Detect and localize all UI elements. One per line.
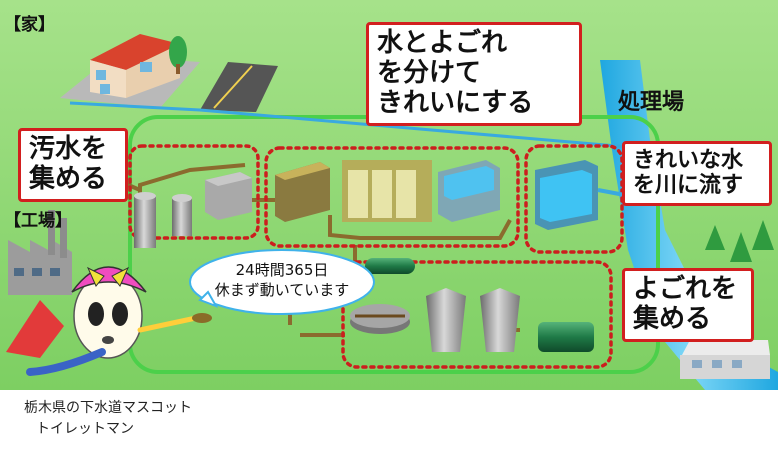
- trees-right: [705, 220, 774, 262]
- collect-sludge-callout: よごれを 集める: [622, 268, 754, 342]
- speech-bubble: [189, 249, 375, 315]
- release-clean-callout: きれいな水 を川に流す: [622, 141, 772, 206]
- release-clean-line1: きれいな水: [633, 148, 744, 173]
- collection-tanks: [134, 172, 252, 248]
- factory-label: 【工場】: [4, 211, 72, 231]
- plant-label: 処理場: [618, 90, 685, 115]
- house-label: 【家】: [4, 15, 55, 35]
- building-icon: [680, 340, 770, 379]
- collect-sewage-line2: 集める: [29, 163, 108, 194]
- separate-callout: 水とよごれ を分けて きれいにする: [366, 22, 582, 126]
- caption-line2: トイレットマン: [36, 421, 134, 437]
- speech-line2: 休まず動いています: [214, 281, 350, 300]
- collect-sewage-line1: 汚水を: [29, 134, 108, 164]
- sludge-equipment: [350, 258, 594, 352]
- caption-line1: 栃木県の下水道マスコット: [24, 400, 192, 416]
- road-icon: [200, 62, 278, 112]
- release-clean-line2: を川に流す: [633, 173, 744, 199]
- separate-line1: 水とよごれ: [377, 28, 508, 58]
- separate-line3: きれいにする: [377, 87, 534, 118]
- mascot-toilet-man: [6, 266, 212, 376]
- speech-line1: 24時間365日: [235, 261, 329, 279]
- clean-water-tank: [535, 160, 598, 230]
- house-pipe: [69, 101, 641, 150]
- tree-icon: [169, 36, 187, 74]
- collect-sewage-callout: 汚水を 集める: [18, 128, 128, 202]
- factory-icon: [8, 210, 72, 295]
- collect-sludge-line1: よごれを: [633, 274, 738, 304]
- stage-outlines: [128, 144, 624, 369]
- mascot-caption: 栃木県の下水道マスコット トイレットマン: [24, 398, 192, 440]
- separate-line2: を分けて: [377, 57, 482, 88]
- house-icon: [60, 34, 200, 108]
- speech-text: 24時間365日 休まず動いています: [196, 260, 368, 301]
- separation-tanks: [275, 160, 500, 222]
- collect-sludge-line2: 集める: [633, 303, 712, 334]
